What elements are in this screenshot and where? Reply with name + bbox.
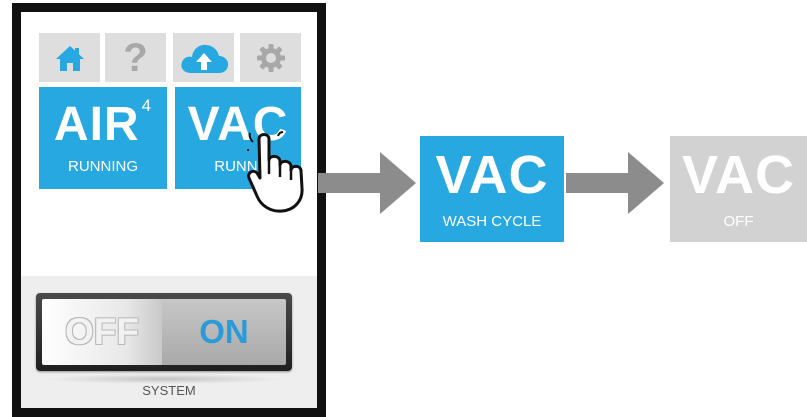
arrow-right-icon	[566, 152, 664, 214]
arrow-right-icon	[318, 152, 416, 214]
switch-on-label: ON	[162, 299, 286, 365]
vac-wash-title: VAC	[435, 145, 549, 205]
vac-status: RUNNI	[214, 158, 262, 175]
air-badge: 4	[141, 96, 153, 115]
gear-icon	[256, 43, 285, 72]
vac-tile[interactable]: VAC RUNNI	[175, 87, 301, 189]
vac-off-tile: VAC OFF	[670, 136, 807, 242]
system-caption: SYSTEM	[142, 383, 196, 398]
help-button[interactable]: ?	[105, 33, 166, 82]
air-status: RUNNING	[68, 158, 138, 175]
cloud-upload-icon	[180, 44, 228, 73]
vac-wash-tile: VAC WASH CYCLE	[420, 136, 564, 242]
air-title: AIR	[53, 98, 140, 151]
home-icon	[55, 45, 84, 71]
help-icon: ?	[123, 35, 148, 80]
pointing-hand-icon	[247, 131, 304, 213]
vac-off-status: OFF	[723, 213, 754, 230]
system-switch-panel: OFF ON SYSTEM	[21, 276, 317, 408]
cloud-upload-button[interactable]	[173, 33, 234, 82]
vac-wash-status: WASH CYCLE	[442, 213, 542, 230]
switch-shadow	[45, 374, 283, 384]
switch-off-label: OFF	[42, 299, 162, 365]
vac-title: VAC	[187, 98, 289, 151]
vac-off-title: VAC	[681, 145, 795, 205]
settings-button[interactable]	[240, 33, 301, 82]
home-button[interactable]	[39, 33, 100, 82]
system-toggle-switch[interactable]: OFF ON	[36, 293, 292, 371]
